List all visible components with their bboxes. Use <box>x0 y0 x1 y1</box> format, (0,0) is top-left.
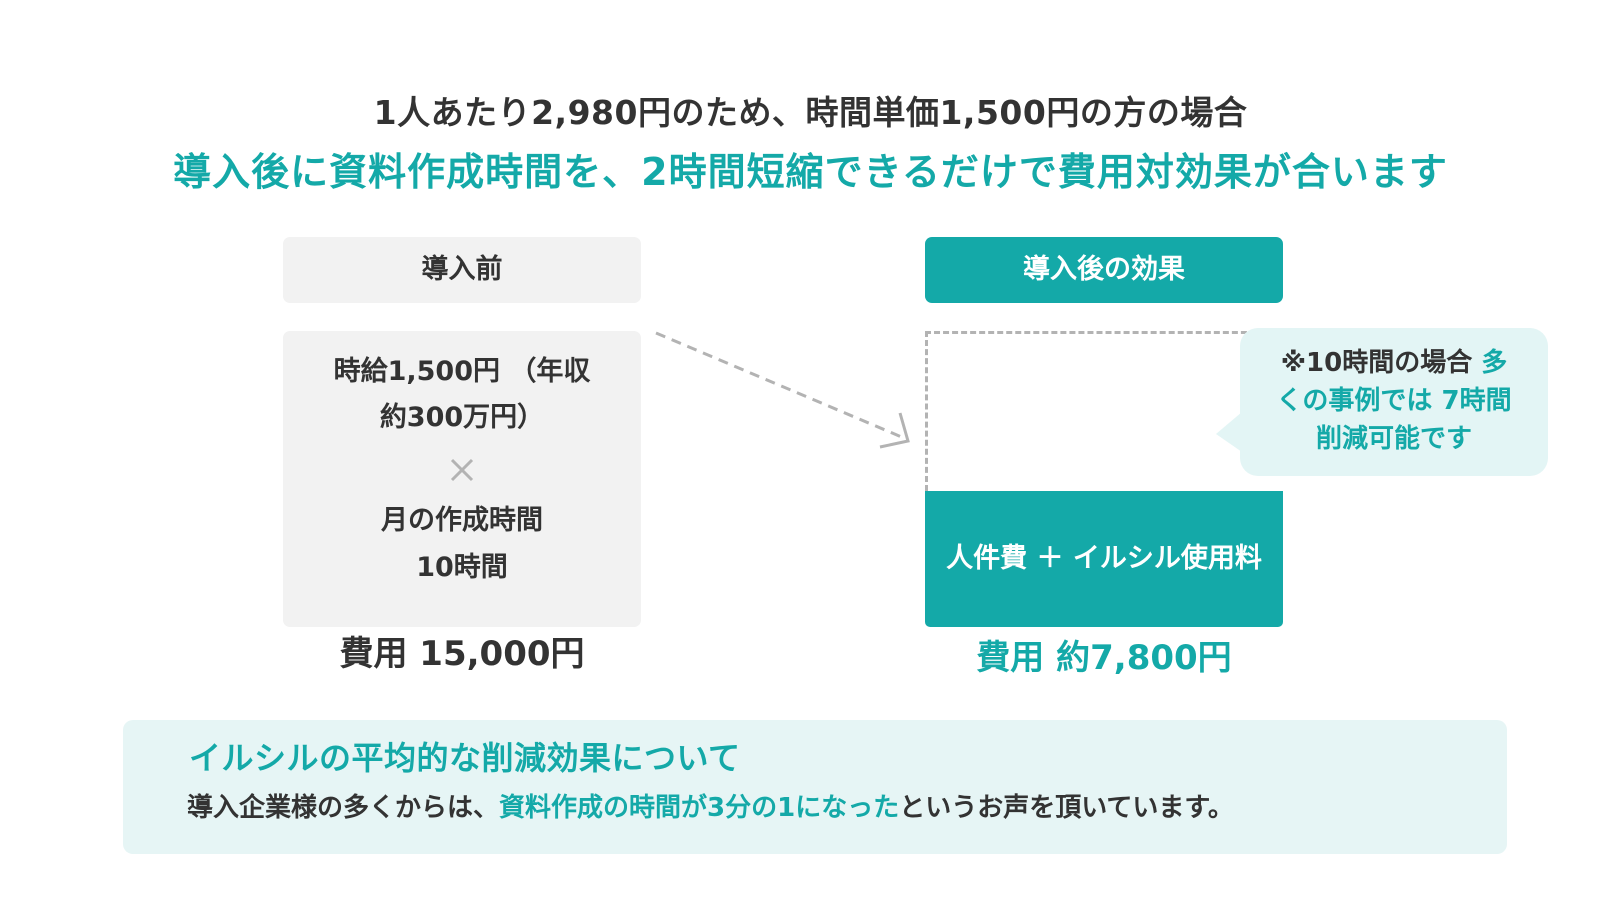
bubble-line2: くの事例では 7時間 <box>1276 386 1512 416</box>
annual-income-text: 約300万円） <box>379 402 545 433</box>
times-icon <box>450 458 474 482</box>
info-title: イルシルの平均的な削減効果について <box>189 739 741 777</box>
after-cost: 費用 約7,800円 <box>976 638 1232 678</box>
dashed-arrow-icon <box>655 331 910 449</box>
bubble-tail-icon <box>1216 412 1242 452</box>
before-header: 導入前 <box>283 237 641 303</box>
hourly-wage-text: 時給1,500円 （年収 <box>333 356 591 387</box>
reduced-time-placeholder <box>925 331 1283 491</box>
bubble-line3: 削減可能です <box>1315 424 1472 454</box>
before-card: 時給1,500円 （年収 約300万円） 月の作成時間 10時間 <box>283 331 641 627</box>
monthly-time-label: 月の作成時間 <box>381 505 543 536</box>
after-card: 人件費 ＋ イルシル使用料 <box>925 491 1283 627</box>
info-text: 導入企業様の多くからは、資料作成の時間が3分の1になったというお声を頂いています… <box>187 787 1234 824</box>
headline-cost-effectiveness: 導入後に資料作成時間を、2時間短縮できるだけで費用対効果が合います <box>173 150 1448 194</box>
average-reduction-panel <box>123 720 1507 854</box>
reduction-note-bubble: ※10時間の場合 多 くの事例では 7時間 削減可能です <box>1240 328 1548 476</box>
monthly-time-value: 10時間 <box>416 552 508 583</box>
info-text-before: 導入企業様の多くからは、 <box>187 793 500 823</box>
after-header: 導入後の効果 <box>925 237 1283 303</box>
before-cost: 費用 15,000円 <box>339 634 585 674</box>
headline-price-condition: 1人あたり2,980円のため、時間単価1,500円の方の場合 <box>373 93 1248 132</box>
info-text-after: というお声を頂いています。 <box>899 793 1234 823</box>
bubble-line1-highlight: 多 <box>1481 348 1508 378</box>
info-text-highlight: 資料作成の時間が3分の1になった <box>499 793 900 823</box>
bubble-line1-prefix: ※10時間の場合 <box>1280 348 1482 378</box>
